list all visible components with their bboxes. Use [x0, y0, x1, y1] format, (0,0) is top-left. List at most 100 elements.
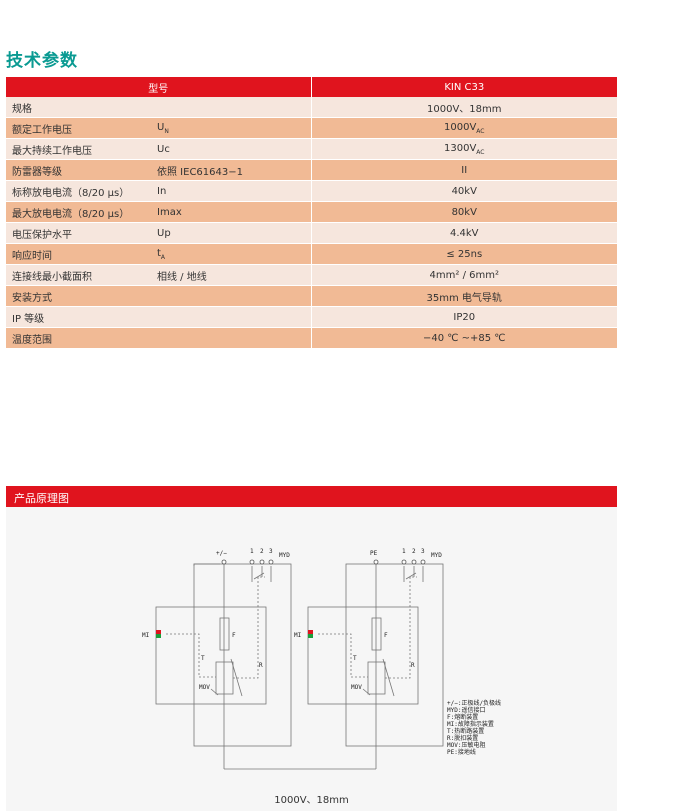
table-row: 最大放电电流（8/20 μs） Imax 80kV	[6, 201, 617, 223]
right-indicator-red	[308, 630, 313, 634]
symbol-text: 相线 / 地线	[157, 271, 207, 283]
left-terminal-3-label: 3	[269, 548, 273, 555]
right-mov-diag-b	[382, 658, 395, 697]
legend-item: MI:故障指示装置	[447, 720, 494, 728]
param-symbol: In	[157, 186, 311, 197]
value-subscript: AC	[476, 148, 485, 156]
value-cell: II	[311, 159, 617, 181]
left-top-label: +/−	[216, 550, 227, 557]
symbol-text: Imax	[157, 206, 182, 218]
left-terminal-2	[259, 559, 265, 565]
right-terminal-1	[401, 559, 407, 565]
table-row: 安装方式 35mm 电气导轨	[6, 285, 617, 307]
param-cell: 标称放电电流（8/20 μs） In	[6, 180, 312, 202]
param-name: 最大放电电流（8/20 μs）	[12, 208, 130, 220]
value-text: 1300V	[444, 142, 477, 154]
param-name: 防雷器等级	[12, 166, 62, 178]
value-cell: IP20	[311, 306, 617, 328]
param-symbol: UN	[157, 122, 311, 135]
diagram-legend: +/−:正极线/负极线 MYD:遥信接口 F:熔断装置 MI:故障指示装置 T:…	[447, 699, 501, 756]
right-indicator-link	[318, 633, 368, 678]
table-row: 温度范围−40 ℃ ~+85 ℃	[6, 327, 617, 349]
symbol-subscript: A	[160, 253, 166, 261]
value-text: IP20	[453, 311, 476, 323]
legend-item: F:熔断装置	[447, 713, 478, 721]
param-name: 安装方式	[12, 292, 52, 304]
table-row: 规格 1000V、18mm	[6, 97, 617, 118]
left-terminal-3	[268, 559, 274, 565]
left-indicator-link	[166, 633, 216, 678]
right-top-terminal	[373, 559, 379, 565]
right-mov-label: MOV	[351, 684, 362, 691]
param-cell: 安装方式	[6, 285, 312, 307]
right-top-label: PE	[370, 550, 378, 557]
right-trip-link	[385, 576, 417, 679]
value-cell: 1000V、18mm	[311, 97, 617, 118]
left-top-terminal	[221, 559, 227, 565]
value-text: 1000V、18mm	[427, 103, 502, 115]
left-mov	[215, 661, 234, 695]
legend-item: T:热断路装置	[447, 727, 484, 735]
param-symbol: 相线 / 地线	[157, 268, 311, 283]
left-f-label: F	[232, 632, 236, 639]
symbol-text: 依照 IEC61643−1	[157, 166, 243, 178]
value-text: 35mm 电气导轨	[426, 292, 502, 304]
right-mov	[367, 661, 386, 695]
value-text: 4mm² / 6mm²	[429, 269, 499, 281]
table-row: 防雷器等级 依照 IEC61643−1 II	[6, 159, 617, 181]
right-terminal-1-label: 1	[402, 548, 406, 555]
legend-item: R:脱扣装置	[447, 734, 478, 742]
value-subscript: AC	[476, 127, 485, 135]
legend-item: MYD:遥信接口	[447, 706, 485, 714]
legend-item: +/−:正极线/负极线	[447, 699, 501, 707]
value-text: 80kV	[451, 206, 477, 218]
right-myd-label: MYD	[431, 552, 442, 559]
right-fuse	[371, 617, 382, 651]
right-switch	[405, 572, 417, 580]
circuit-diagram: +/− 1 2 3 MYD MI F T R MOV PE 1 2 3 MYD …	[142, 548, 501, 770]
symbol-text: In	[157, 185, 167, 197]
value-text: 1000V	[444, 121, 477, 133]
left-terminal-1-label: 1	[250, 548, 254, 555]
param-name: 标称放电电流（8/20 μs）	[12, 187, 130, 199]
param-name: 连接线最小截面积	[12, 271, 92, 283]
value-cell: 35mm 电气导轨	[311, 285, 617, 307]
right-terminal-3	[420, 559, 426, 565]
left-mi-label: MI	[142, 632, 150, 639]
right-inner-box	[307, 606, 419, 705]
param-symbol: tA	[157, 248, 311, 261]
right-mi-label: MI	[294, 632, 302, 639]
value-text: ≤ 25ns	[446, 248, 483, 260]
header-model-value: KIN C33	[311, 77, 617, 97]
right-terminal-2	[411, 559, 417, 565]
table-header-row: 型号 KIN C33	[6, 77, 617, 97]
param-cell: IP 等级	[6, 306, 312, 328]
param-cell: 温度范围	[6, 327, 312, 349]
param-name: IP 等级	[12, 313, 45, 325]
right-mov-diag-a	[362, 688, 371, 696]
principle-banner: 产品原理图	[6, 486, 617, 507]
principle-title: 产品原理图	[14, 492, 69, 505]
value-cell: 4mm² / 6mm²	[311, 264, 617, 286]
legend-item: PE:接地线	[447, 748, 476, 756]
param-cell: 连接线最小截面积 相线 / 地线	[6, 264, 312, 286]
param-cell: 规格	[6, 97, 312, 118]
symbol-text: t	[157, 247, 161, 259]
value-text: II	[461, 164, 468, 176]
left-mov-diag-a	[210, 688, 219, 696]
param-symbol: Up	[157, 228, 311, 239]
left-myd-label: MYD	[279, 552, 290, 559]
right-f-label: F	[384, 632, 388, 639]
left-trip-link	[233, 576, 265, 679]
left-terminal-2-label: 2	[260, 548, 264, 555]
left-fuse	[219, 617, 230, 651]
symbol-text: Up	[157, 227, 171, 239]
